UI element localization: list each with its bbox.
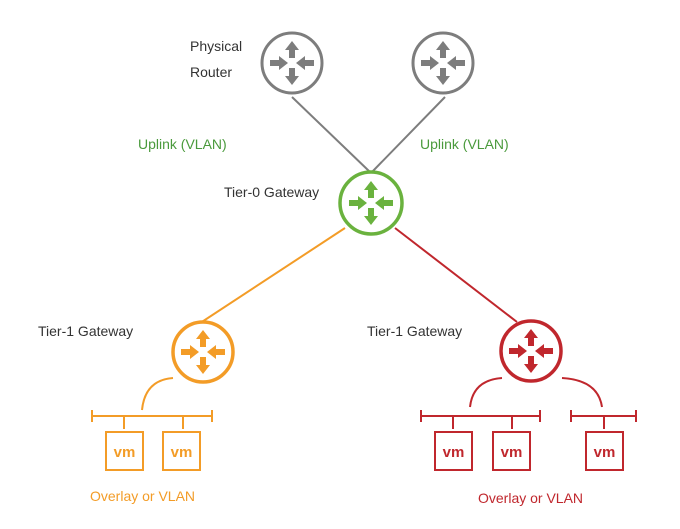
segment-left	[91, 377, 213, 471]
link-tier0-tier1-left	[184, 227, 346, 334]
uplink-line-right	[371, 96, 446, 173]
segment-right-label: Overlay or VLAN	[478, 490, 584, 506]
tier1-gateway-right-icon	[499, 319, 563, 383]
vm-label: vm	[594, 444, 616, 461]
uplink-line-left	[291, 96, 371, 173]
tier1-left-label: Tier-1 Gateway	[38, 323, 134, 339]
physical-router-1	[260, 31, 324, 95]
tier1-right-label: Tier-1 Gateway	[367, 323, 463, 339]
physical-router-2	[411, 31, 475, 95]
physical-router-label-line1: Physical	[190, 38, 243, 54]
tier1-gateway-left-icon	[171, 320, 235, 384]
segment-right	[420, 377, 637, 471]
vm-label: vm	[443, 444, 465, 461]
uplink-right-label: Uplink (VLAN)	[420, 136, 509, 152]
segment-left-label: Overlay or VLAN	[90, 488, 196, 504]
uplink-left-label: Uplink (VLAN)	[138, 136, 227, 152]
vm-label: vm	[171, 444, 193, 461]
tier0-gateway-icon	[338, 170, 404, 236]
vm-label: vm	[501, 444, 523, 461]
vm-label: vm	[114, 444, 136, 461]
link-tier0-tier1-right	[394, 227, 518, 323]
physical-router-label-line2: Router	[190, 64, 233, 80]
tier0-label: Tier-0 Gateway	[224, 184, 320, 200]
